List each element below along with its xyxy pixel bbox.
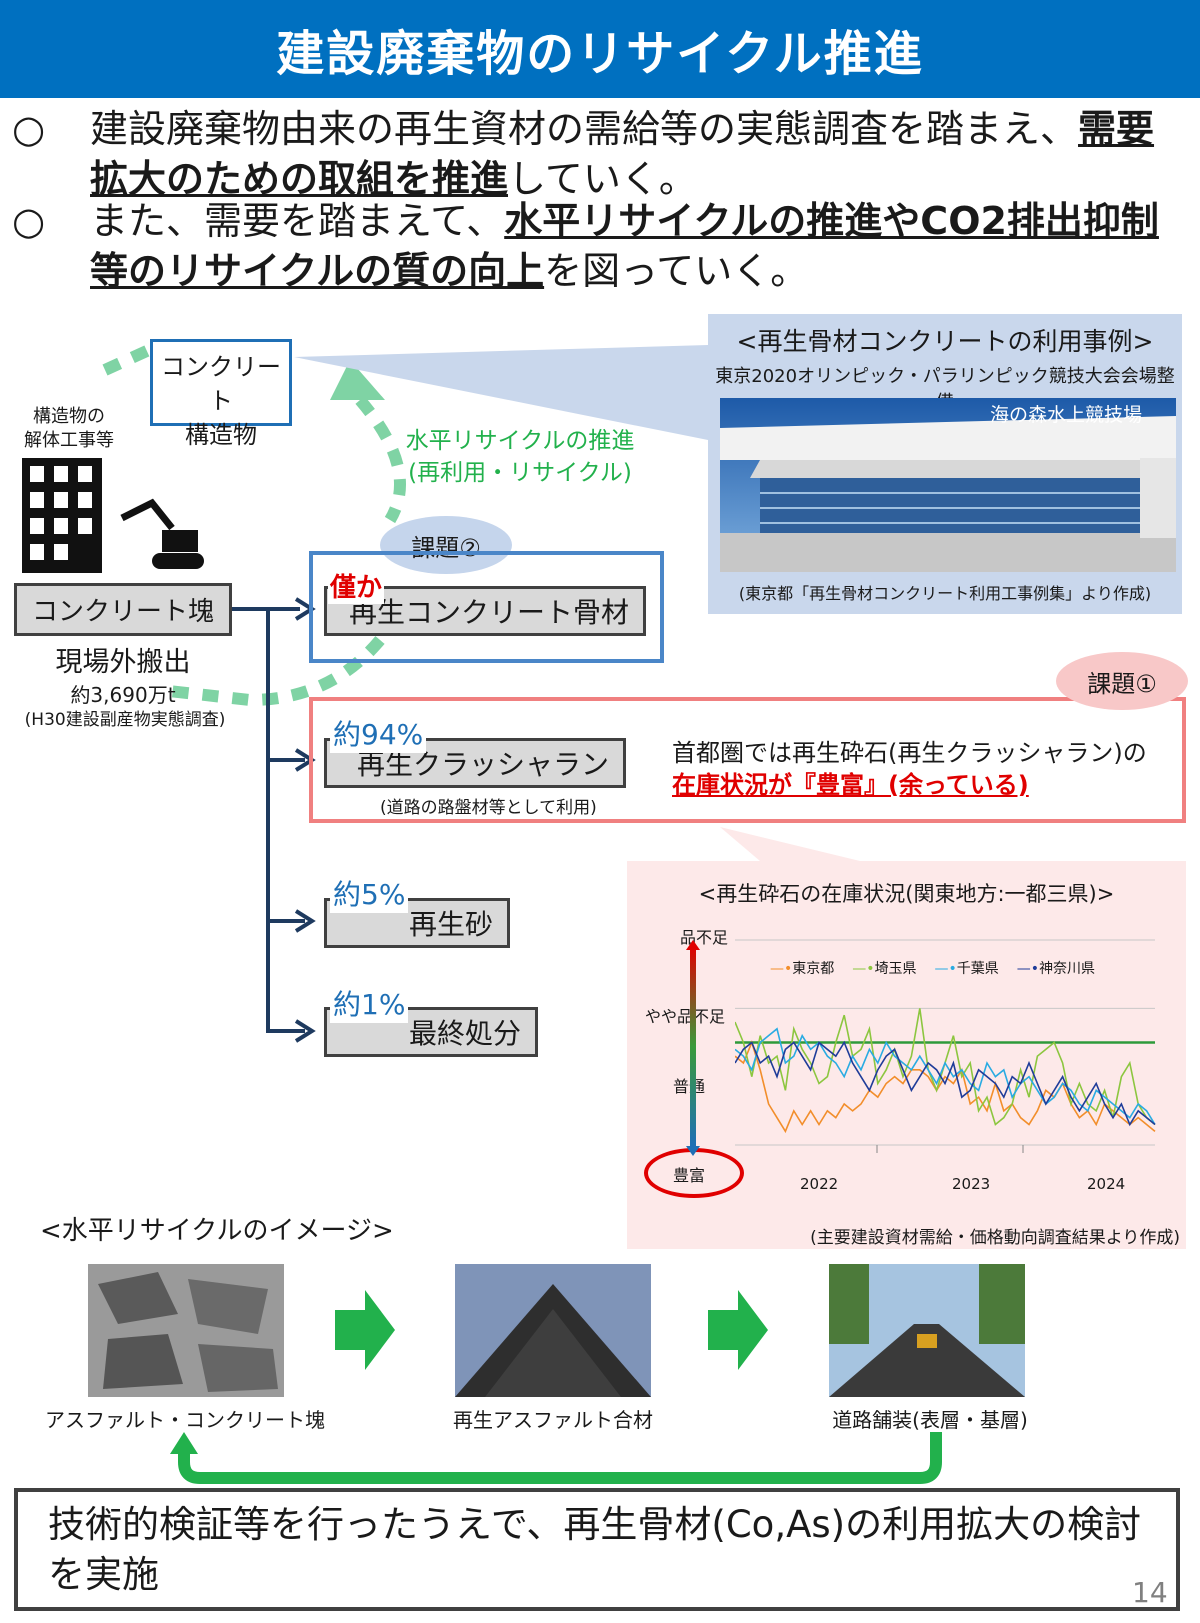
x-tick-2023: 2023	[952, 1175, 991, 1193]
conclusion-box: 技術的検証等を行ったうえで、再生骨材(Co,As)の利用拡大の検討を実施	[14, 1488, 1180, 1611]
recycled-aggregate-frame	[309, 551, 664, 663]
legend-kanagawa: —•神奈川県	[1016, 961, 1096, 977]
chart-credit: (主要建設資材需給・価格動向調査結果より作成)	[810, 1228, 1180, 1248]
series-line-2	[735, 1027, 1156, 1125]
bullet-2-emph: 水平リサイクルの推進やCO2排出抑制等のリサイクルの質の向上	[90, 199, 1159, 293]
chart-legend: —•東京都 —•埼玉県 —•千葉県 —•神奈川県	[770, 958, 1095, 978]
asphalt-rubble-photo	[88, 1264, 284, 1397]
legend-tokyo: —•東京都	[770, 961, 835, 977]
demolition-building-icon	[22, 458, 204, 573]
bullet-2-post: を図っていく。	[544, 249, 809, 293]
horizontal-recycle-label: 水平リサイクルの推進 (再利用・リサイクル)	[390, 425, 650, 489]
inventory-line-chart	[735, 939, 1156, 1153]
bullet-mark: ○	[12, 199, 46, 243]
recycled-aggregate-pct: 僅か	[328, 567, 385, 604]
crusher-run-note: (道路の路盤材等として利用)	[380, 798, 597, 818]
arrow-right-icon	[708, 1290, 768, 1370]
level-arrow	[686, 940, 700, 1156]
concrete-block-box: コンクリート塊	[14, 583, 232, 636]
bullet-1-emph: 需要拡大のための取組を推進	[90, 107, 1155, 201]
horizontal-line-2: (再利用・リサイクル)	[408, 460, 632, 486]
series-line-1	[735, 1008, 1156, 1126]
bullet-1: ○ 建設廃棄物由来の再生資材の需給等の実態調査を踏まえ、需要拡大のための取組を推…	[12, 104, 1192, 204]
amount-label: 約3,690万t	[70, 683, 176, 707]
demolition-label: 構造物の 解体工事等	[14, 405, 124, 453]
bullet-2: ○ また、需要を踏まえて、水平リサイクルの推進やCO2排出抑制等のリサイクルの質…	[12, 196, 1192, 296]
demolition-line-2: 解体工事等	[24, 430, 114, 451]
legend-saitama: —•埼玉県	[852, 961, 917, 977]
structure-line-2: 構造物	[185, 421, 257, 449]
road-paving-photo	[829, 1264, 1025, 1397]
final-disposal-pct: 約1%	[330, 983, 409, 1023]
offsite-label: 現場外搬出	[55, 647, 191, 678]
bullet-2-pre: また、需要を踏まえて、	[90, 199, 505, 243]
amount-source: (H30建設副産物実態調査)	[24, 710, 226, 730]
y-level-2: 普通	[673, 1077, 706, 1096]
horizontal-image-title: <水平リサイクルのイメージ>	[40, 1216, 394, 1246]
step-3-label: 道路舗装(表層・基層)	[832, 1408, 1028, 1432]
series-line-0	[735, 1040, 1156, 1134]
venue-label: 海の森水上競技場	[990, 404, 1143, 426]
bullet-mark: ○	[12, 107, 46, 151]
recycled-sand-box: 再生砂	[324, 898, 510, 948]
bullet-1-pre: 建設廃棄物由来の再生資材の需給等の実態調査を踏まえ、	[90, 107, 1079, 151]
stock-text-1: 首都圏では再生砕石(再生クラッシャラン)の	[672, 739, 1147, 767]
photo-title: <再生骨材コンクリートの利用事例>	[736, 327, 1154, 356]
x-tick-2024: 2024	[1087, 1175, 1126, 1193]
issue-1-frame	[309, 697, 1186, 823]
photo-credit: (東京都「再生骨材コンクリート利用工事例集」より作成)	[738, 584, 1152, 603]
structure-line-1: コンクリート	[161, 353, 281, 415]
crusher-run-pct: 約94%	[330, 713, 427, 753]
horizontal-line-1: 水平リサイクルの推進	[405, 428, 635, 454]
issue-2-badge: 課題②	[380, 516, 512, 574]
return-arrow	[170, 1432, 942, 1484]
chart-title: <再生砕石の在庫状況(関東地方:一都三県)>	[698, 882, 1115, 906]
legend-chiba: —•千葉県	[934, 961, 999, 977]
recycled-asphalt-photo	[455, 1264, 651, 1397]
step-2-label: 再生アスファルト合材	[453, 1408, 653, 1432]
step-1-label: アスファルト・コンクリート塊	[45, 1408, 325, 1432]
arrow-right-icon	[335, 1290, 395, 1370]
y-level-1: やや品不足	[645, 1007, 726, 1026]
stock-text-2: 在庫状況が『豊富』(余っている)	[672, 771, 1029, 799]
page-title: 建設廃棄物のリサイクル推進	[0, 0, 1200, 98]
concrete-structure-box: コンクリート 構造物	[150, 339, 292, 449]
demolition-line-1: 構造物の	[33, 406, 105, 427]
stadium-photo	[720, 398, 1176, 572]
bullet-1-post: していく。	[508, 157, 697, 201]
issue-1-badge: 課題①	[1056, 652, 1188, 710]
recycled-sand-pct: 約5%	[330, 873, 409, 913]
page-number: 14	[1132, 1576, 1168, 1609]
x-tick-2022: 2022	[800, 1175, 839, 1193]
series-line-3	[735, 1040, 1156, 1127]
